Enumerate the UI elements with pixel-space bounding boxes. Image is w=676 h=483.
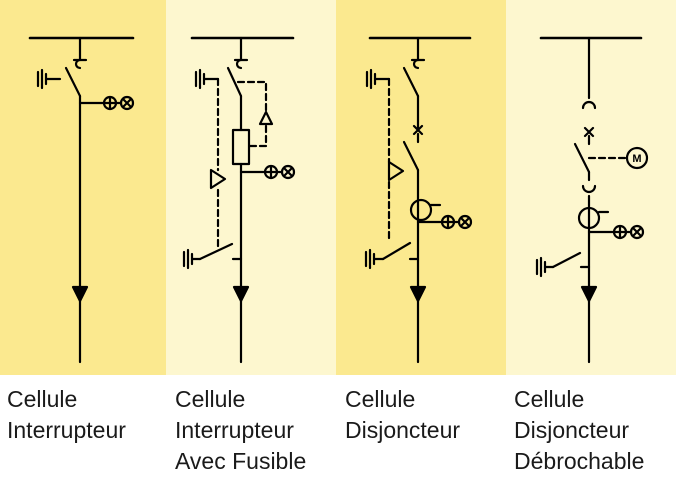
caption-line: Disjoncteur — [514, 417, 630, 443]
caption-line: Disjoncteur — [345, 417, 461, 443]
circuit-breaker — [573, 142, 591, 174]
withdrawable-contact-top — [581, 100, 597, 110]
panel-background-3 — [336, 0, 506, 375]
earth-symbol-icon — [194, 68, 220, 90]
cable-end-arrow — [232, 285, 250, 303]
current-transformer-icon — [440, 214, 456, 230]
interlock-triangle-right — [209, 168, 227, 190]
cell-3-schematic — [364, 36, 473, 364]
earth-switch — [381, 241, 412, 261]
caption-line: Cellule — [345, 386, 416, 412]
panel-background-2 — [166, 0, 336, 375]
earth-symbol-icon — [182, 248, 202, 270]
current-transformer-ring — [577, 206, 601, 230]
voltage-indicator-icon — [280, 164, 296, 180]
cell-4-schematic — [535, 36, 649, 364]
motor-label: M — [632, 153, 641, 165]
circuit-breaker — [402, 140, 420, 172]
earth-switch — [198, 242, 234, 261]
breaker-cross — [412, 124, 424, 136]
cable-end-arrow — [409, 285, 427, 303]
disconnector — [402, 66, 420, 98]
caption-cell-3: Cellule Disjoncteur — [345, 384, 460, 446]
current-transformer-icon — [263, 164, 279, 180]
earth-symbol-icon — [36, 68, 62, 90]
interlock-triangle-up — [258, 110, 274, 126]
caption-cell-2: Cellule Interrupteur Avec Fusible — [175, 384, 306, 477]
cable-end-arrow — [580, 285, 598, 303]
current-transformer-icon — [612, 224, 628, 240]
earth-switch — [551, 251, 582, 269]
switch-contact-top — [72, 58, 88, 70]
caption-line: Cellule — [175, 386, 246, 412]
cable-end-arrow — [71, 285, 89, 303]
cell-1-schematic — [28, 36, 135, 364]
caption-line: Cellule — [514, 386, 585, 412]
current-transformer-ring — [409, 198, 433, 222]
earth-symbol-icon — [365, 68, 391, 90]
caption-line: Cellule — [7, 386, 78, 412]
current-transformer-icon — [102, 95, 118, 111]
caption-cell-4: Cellule Disjoncteur Débrochable — [514, 384, 644, 477]
earth-symbol-icon — [364, 248, 385, 270]
voltage-indicator-icon — [457, 214, 473, 230]
caption-line: Débrochable — [514, 448, 645, 474]
caption-line: Interrupteur — [175, 417, 294, 443]
earth-symbol-icon — [535, 256, 555, 278]
motor-icon — [625, 146, 649, 170]
voltage-indicator-icon — [629, 224, 645, 240]
panel-background-1 — [0, 0, 166, 375]
caption-line: Interrupteur — [7, 417, 126, 443]
load-break-switch — [64, 66, 82, 98]
voltage-indicator-icon — [119, 95, 135, 111]
breaker-cross — [583, 126, 595, 138]
withdrawable-contact-bottom — [581, 184, 597, 194]
caption-line: Avec Fusible — [175, 448, 307, 474]
load-break-switch — [226, 66, 243, 98]
panel-background-4 — [506, 0, 676, 375]
cell-2-schematic — [182, 36, 296, 364]
caption-cell-1: Cellule Interrupteur — [7, 384, 126, 446]
interlock-triangle-right — [387, 160, 405, 182]
